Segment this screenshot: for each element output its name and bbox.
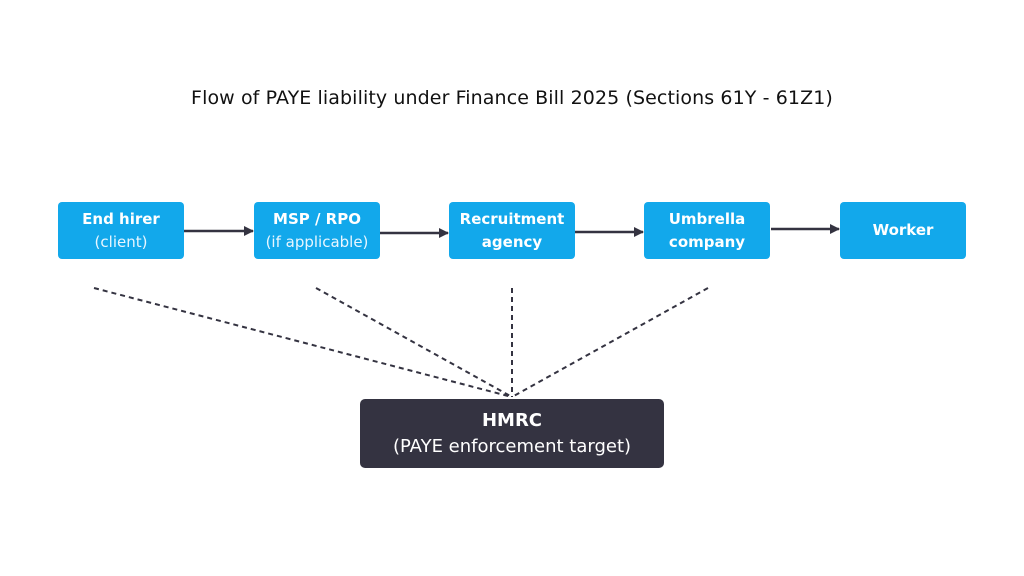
diagram-title: Flow of PAYE liability under Finance Bil… — [191, 87, 833, 109]
dashed-end-hirer-to-hmrc — [93, 287, 513, 398]
node-msp-rpo: MSP / RPO (if applicable) — [254, 202, 380, 259]
node-end-hirer: End hirer (client) — [58, 202, 184, 259]
node-sublabel: (client) — [94, 232, 148, 251]
node-label: MSP / RPO — [273, 209, 361, 228]
node-label: Umbrella — [668, 209, 746, 228]
node-label: Recruitment — [459, 209, 565, 228]
target-sublabel: (PAYE enforcement target) — [392, 435, 632, 457]
node-label: Worker — [872, 221, 934, 239]
node-worker: Worker — [840, 202, 966, 259]
node-label: End hirer — [82, 209, 160, 228]
dashed-msp-to-hmrc — [315, 287, 513, 398]
dashed-umbrella-to-hmrc — [511, 287, 709, 398]
node-recruitment-agency: Recruitment agency — [449, 202, 575, 259]
node-sublabel: company — [668, 232, 746, 251]
node-sublabel: (if applicable) — [265, 232, 369, 251]
node-umbrella-company: Umbrella company — [644, 202, 770, 259]
node-hmrc: HMRC (PAYE enforcement target) — [360, 399, 664, 468]
target-label: HMRC — [481, 409, 543, 431]
node-sublabel: agency — [481, 232, 543, 251]
